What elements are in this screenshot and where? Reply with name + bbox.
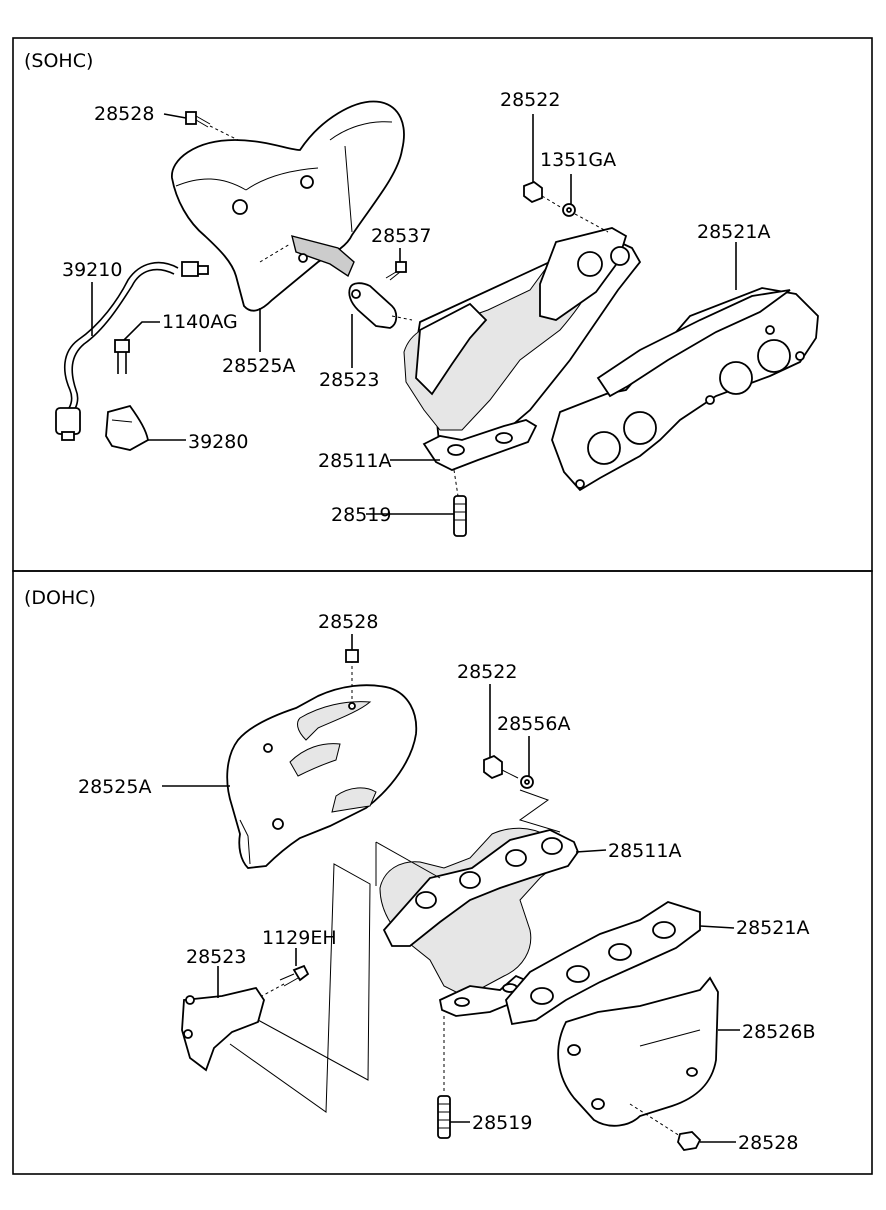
gasket-28521A-top	[551, 287, 819, 492]
label-28537: 28537	[371, 225, 431, 247]
dohc-frame	[12, 570, 873, 1175]
label-1140AG: 1140AG	[162, 311, 238, 333]
label-39280: 39280	[188, 431, 248, 453]
label-28521A-bottom: 28521A	[736, 917, 809, 939]
label-28528-top: 28528	[94, 103, 154, 125]
label-28519-bottom: 28519	[472, 1112, 532, 1134]
leader-1140AG	[123, 321, 160, 341]
label-28522-bottom: 28522	[457, 661, 517, 683]
label-28521A-top: 28521A	[697, 221, 770, 243]
dohc-header: (DOHC)	[24, 587, 96, 609]
label-28528-bottom-b: 28528	[738, 1132, 798, 1154]
label-39210: 39210	[62, 259, 122, 281]
label-28522-top: 28522	[500, 89, 560, 111]
leader-28511A-bottom	[575, 849, 607, 853]
label-28526B: 28526B	[742, 1021, 815, 1043]
nut-28522-bottom	[483, 754, 534, 789]
label-28511A-top: 28511A	[318, 450, 391, 472]
exhaust-manifold-28511A-bottom	[375, 789, 580, 1139]
heat-shield-28525A-bottom	[226, 649, 418, 869]
gasket-28521A-bottom	[505, 901, 701, 1026]
bracket-39280	[105, 339, 150, 451]
nut-28522-top	[523, 180, 609, 233]
bolt-28528-top	[185, 111, 239, 141]
exhaust-manifold-28511A-top	[403, 227, 642, 537]
label-28519-top: 28519	[331, 504, 391, 526]
leader-28528-top	[163, 113, 187, 119]
leader-28521A-bottom	[699, 925, 735, 929]
label-1129EH: 1129EH	[262, 927, 337, 949]
label-28556A: 28556A	[497, 713, 570, 735]
label-28523-bottom: 28523	[186, 946, 246, 968]
oxygen-sensor-39210	[55, 261, 209, 441]
sohc-header: (SOHC)	[24, 50, 93, 72]
label-28511A-bottom: 28511A	[608, 840, 681, 862]
label-28528-bottom-a: 28528	[318, 611, 378, 633]
bracket-28523-bottom	[181, 863, 371, 1113]
heat-shield-28525A-top	[171, 100, 405, 312]
cover-28523-top	[348, 261, 413, 329]
label-28525A-top: 28525A	[222, 355, 295, 377]
label-28525A-bottom: 28525A	[78, 776, 151, 798]
heat-shield-28526B	[557, 976, 719, 1151]
label-1351GA: 1351GA	[540, 149, 616, 171]
label-28523-top: 28523	[319, 369, 379, 391]
